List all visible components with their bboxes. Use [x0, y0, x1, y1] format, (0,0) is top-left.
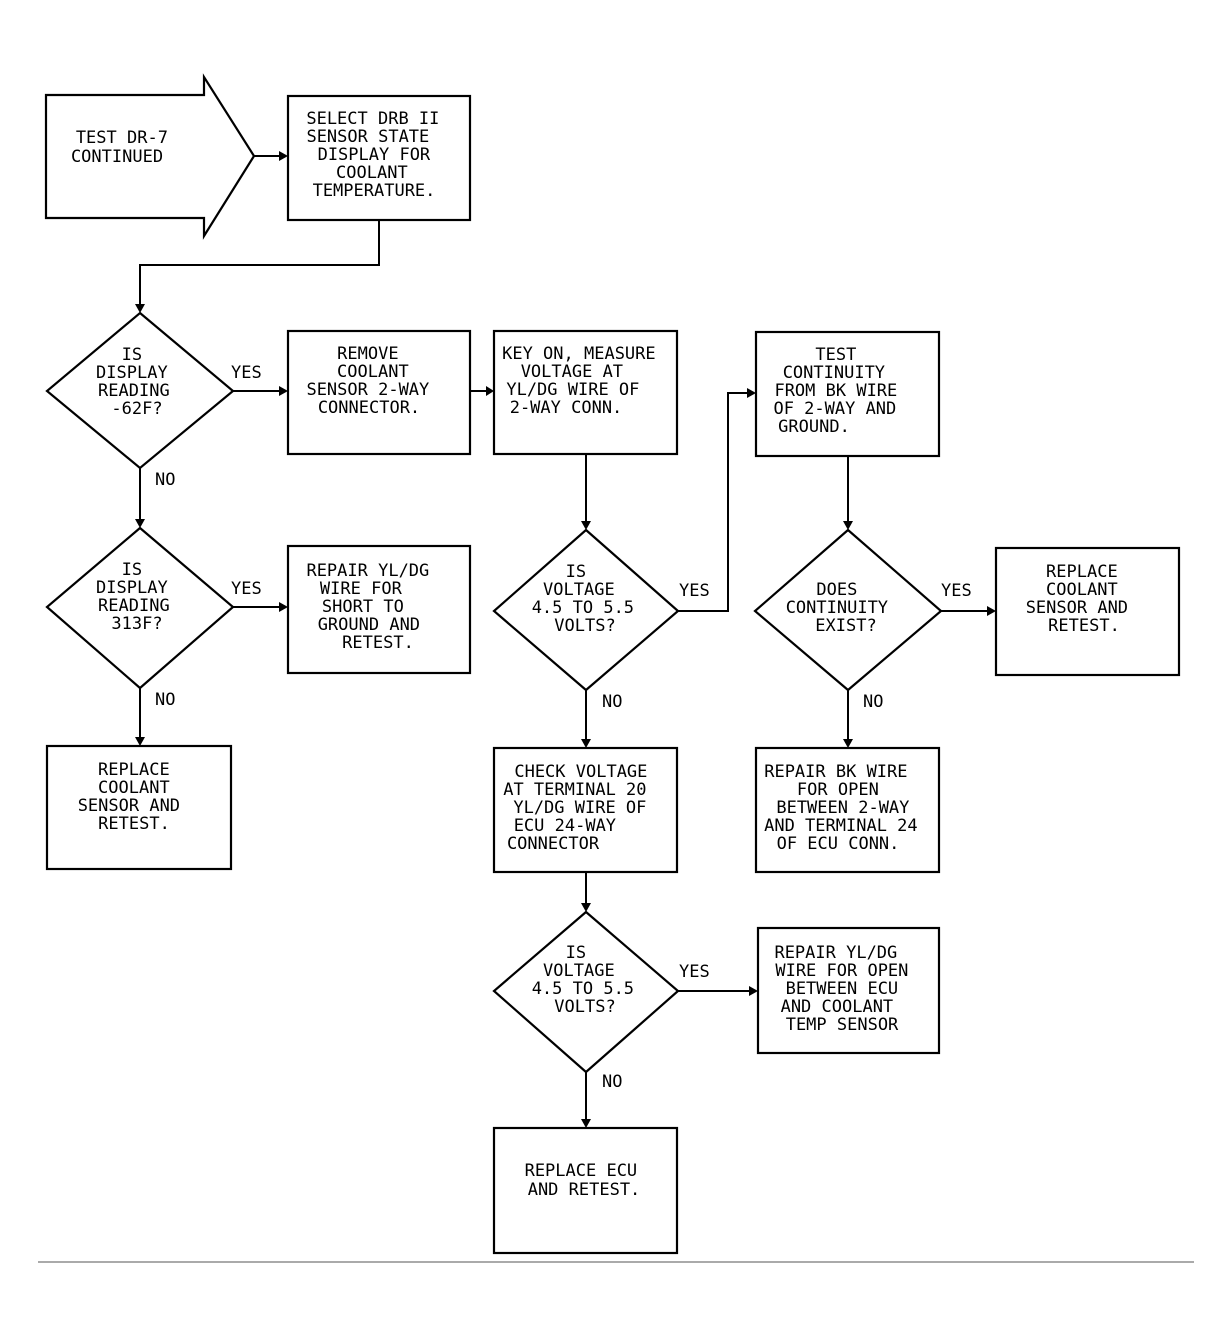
- repair-open-box: [756, 926, 941, 1055]
- arrowhead: [987, 606, 996, 616]
- arrowhead: [279, 602, 288, 612]
- arrowhead: [843, 521, 853, 530]
- arrowhead: [581, 903, 591, 912]
- q-minus62-no-label: NO: [155, 470, 175, 490]
- repair-short-text: REPAIR YL/DG WIRE FOR SHORT TO GROUND AN…: [306, 561, 439, 653]
- start-label: TEST DR-7 CONTINUED: [71, 128, 178, 167]
- arrowhead: [135, 519, 145, 528]
- q-voltage1-no-label: NO: [602, 692, 622, 712]
- measure-voltage-box: [492, 329, 679, 456]
- q-voltage2-diamond: [492, 910, 680, 1074]
- q-continuity-yes-label: YES: [941, 581, 972, 601]
- check-voltage-box: [492, 746, 679, 874]
- q-voltage2-yes-label: YES: [679, 962, 710, 982]
- arrowhead: [279, 151, 288, 161]
- arrowhead: [135, 737, 145, 746]
- repair-short-box: [286, 544, 472, 675]
- shapes: [44, 73, 1181, 1255]
- q-minus62-yes-label: YES: [231, 363, 262, 383]
- q-minus62-diamond: [45, 311, 235, 470]
- replace-ecu-text: REPLACE ECU AND RETEST.: [525, 1161, 648, 1200]
- replace-sensor-right-text: REPLACE COOLANT SENSOR AND RETEST.: [1026, 562, 1139, 636]
- arrowhead: [486, 386, 494, 396]
- repair-bk-text: REPAIR BK WIRE FOR OPEN BETWEEN 2-WAY AN…: [764, 762, 928, 854]
- arrow-select-to-q-minus62: [139, 220, 380, 305]
- node-text: TEST DR-7 CONTINUED SELECT DRB II SENSOR…: [71, 109, 1139, 1200]
- q-voltage1-text: IS VOLTAGE 4.5 TO 5.5 VOLTS?: [532, 562, 645, 636]
- select-drb-text: SELECT DRB II SENSOR STATE DISPLAY FOR C…: [306, 109, 449, 201]
- q-313-no-label: NO: [155, 690, 175, 710]
- measure-voltage-text: KEY ON, MEASURE VOLTAGE AT YL/DG WIRE OF…: [502, 344, 666, 418]
- q-continuity-diamond: [753, 528, 943, 692]
- check-voltage-text: CHECK VOLTAGE AT TERMINAL 20 YL/DG WIRE …: [503, 762, 657, 854]
- q-continuity-no-label: NO: [863, 692, 883, 712]
- q-voltage2-no-label: NO: [602, 1072, 622, 1092]
- q-voltage1-diamond: [492, 528, 680, 692]
- q-continuity-text: DOES CONTINUITY EXIST?: [786, 580, 899, 636]
- test-continuity-text: TEST CONTINUITY FROM BK WIRE OF 2-WAY AN…: [773, 345, 907, 437]
- arrowhead: [749, 986, 758, 996]
- edge-labels: YES NO YES NO YES NO YES NO YES NO: [155, 363, 972, 1092]
- arrowhead: [747, 388, 756, 398]
- start-arrow-shape: [44, 73, 256, 240]
- q-minus62-text: IS DISPLAY READING -62F?: [96, 345, 180, 419]
- arrow-q-voltage1-yes: [678, 392, 748, 612]
- arrowhead: [581, 739, 591, 748]
- connectors: [135, 151, 996, 1128]
- q-313-diamond: [45, 526, 235, 690]
- replace-sensor-left-box: [45, 744, 233, 871]
- test-continuity-box: [754, 330, 941, 458]
- arrowhead: [581, 521, 591, 530]
- arrowhead: [135, 304, 145, 313]
- arrowhead: [279, 386, 288, 396]
- replace-ecu-box: [492, 1126, 679, 1255]
- q-313-yes-label: YES: [231, 579, 262, 599]
- arrowhead: [843, 739, 853, 748]
- replace-sensor-left-text: REPLACE COOLANT SENSOR AND RETEST.: [78, 760, 191, 834]
- q-voltage1-yes-label: YES: [679, 581, 710, 601]
- q-313-text: IS DISPLAY READING 313F?: [96, 560, 180, 634]
- arrowhead: [581, 1119, 591, 1128]
- select-drb-box: [286, 94, 472, 222]
- q-voltage2-text: IS VOLTAGE 4.5 TO 5.5 VOLTS?: [532, 943, 645, 1017]
- repair-open-text: REPAIR YL/DG WIRE FOR OPEN BETWEEN ECU A…: [774, 943, 918, 1035]
- repair-bk-box: [754, 746, 941, 874]
- replace-sensor-right-box: [994, 546, 1181, 677]
- remove-connector-text: REMOVE COOLANT SENSOR 2-WAY CONNECTOR.: [306, 344, 439, 418]
- remove-connector-box: [286, 329, 472, 456]
